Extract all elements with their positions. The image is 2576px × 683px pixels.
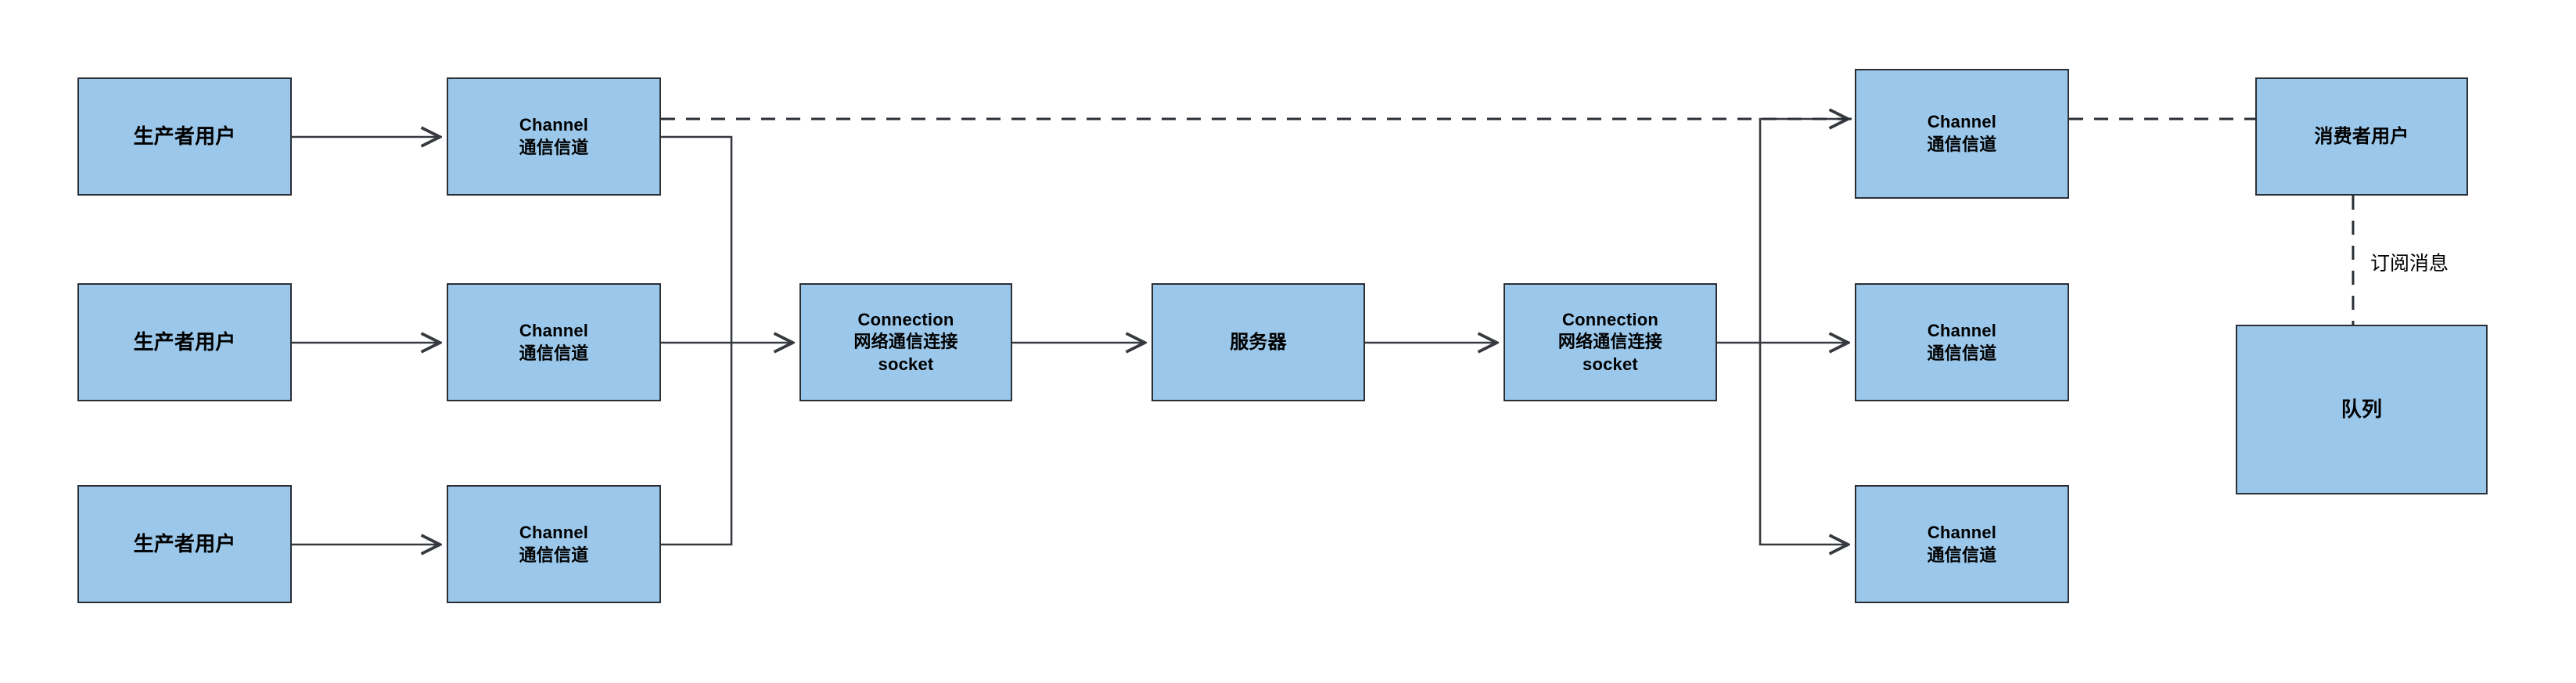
channel-right-2-line-2: 通信信道 bbox=[1927, 343, 1997, 363]
edge-fanout-channel1 bbox=[1759, 119, 1846, 343]
connection-left-line-3: socket bbox=[878, 354, 934, 374]
edge-fanout-channel3 bbox=[1759, 343, 1846, 545]
edge-channel1-merge bbox=[661, 135, 733, 343]
channel-right-1-line-1: Channel bbox=[1927, 112, 1997, 132]
channel-left-1[interactable]: Channel 通信信道 bbox=[447, 77, 661, 196]
channel-right-3-line-2: 通信信道 bbox=[1927, 545, 1997, 565]
connection-left-line-1: Connection bbox=[857, 309, 954, 329]
channel-right-1-line-2: 通信信道 bbox=[1927, 135, 1997, 154]
queue[interactable]: 队列 bbox=[2236, 325, 2488, 494]
producer-user-3-line-1: 生产者用户 bbox=[133, 531, 236, 555]
producer-user-3[interactable]: 生产者用户 bbox=[77, 485, 292, 603]
connection-left-line-2: 网络通信连接 bbox=[853, 332, 958, 352]
channel-right-2-line-1: Channel bbox=[1927, 320, 1997, 340]
connection-right-line-2: 网络通信连接 bbox=[1557, 332, 1663, 352]
queue-line-1: 队列 bbox=[2341, 397, 2383, 421]
channel-right-2[interactable]: Channel 通信信道 bbox=[1855, 283, 2069, 401]
channel-left-2[interactable]: Channel 通信信道 bbox=[447, 283, 661, 401]
connection-right-line-3: socket bbox=[1583, 354, 1638, 374]
channel-left-3-line-2: 通信信道 bbox=[519, 545, 589, 565]
channel-left-3-line-1: Channel bbox=[519, 522, 589, 542]
connection-socket-right[interactable]: Connection 网络通信连接 socket bbox=[1504, 283, 1717, 401]
server[interactable]: 服务器 bbox=[1151, 283, 1365, 401]
channel-left-2-line-2: 通信信道 bbox=[519, 343, 589, 363]
consumer-user-line-1: 消费者用户 bbox=[2314, 125, 2409, 147]
channel-left-1-line-2: 通信信道 bbox=[519, 137, 589, 157]
channel-right-3-line-1: Channel bbox=[1927, 522, 1997, 542]
channel-right-1[interactable]: Channel 通信信道 bbox=[1855, 69, 2069, 199]
channel-left-2-line-1: Channel bbox=[519, 320, 589, 340]
consumer-user[interactable]: 消费者用户 bbox=[2255, 77, 2468, 196]
channel-left-3[interactable]: Channel 通信信道 bbox=[447, 485, 661, 603]
producer-user-2-line-1: 生产者用户 bbox=[133, 329, 236, 354]
server-line-1: 服务器 bbox=[1230, 331, 1287, 353]
producer-user-2[interactable]: 生产者用户 bbox=[77, 283, 292, 401]
channel-left-1-line-1: Channel bbox=[519, 114, 589, 135]
producer-user-1[interactable]: 生产者用户 bbox=[77, 77, 292, 196]
subscribe-message-label: 订阅消息 bbox=[2370, 253, 2449, 275]
edge-channel3-merge bbox=[661, 343, 733, 546]
connection-socket-left[interactable]: Connection 网络通信连接 socket bbox=[799, 283, 1012, 401]
channel-right-3[interactable]: Channel 通信信道 bbox=[1855, 485, 2069, 603]
producer-user-1-line-1: 生产者用户 bbox=[133, 124, 236, 148]
connection-right-line-1: Connection bbox=[1562, 309, 1658, 329]
